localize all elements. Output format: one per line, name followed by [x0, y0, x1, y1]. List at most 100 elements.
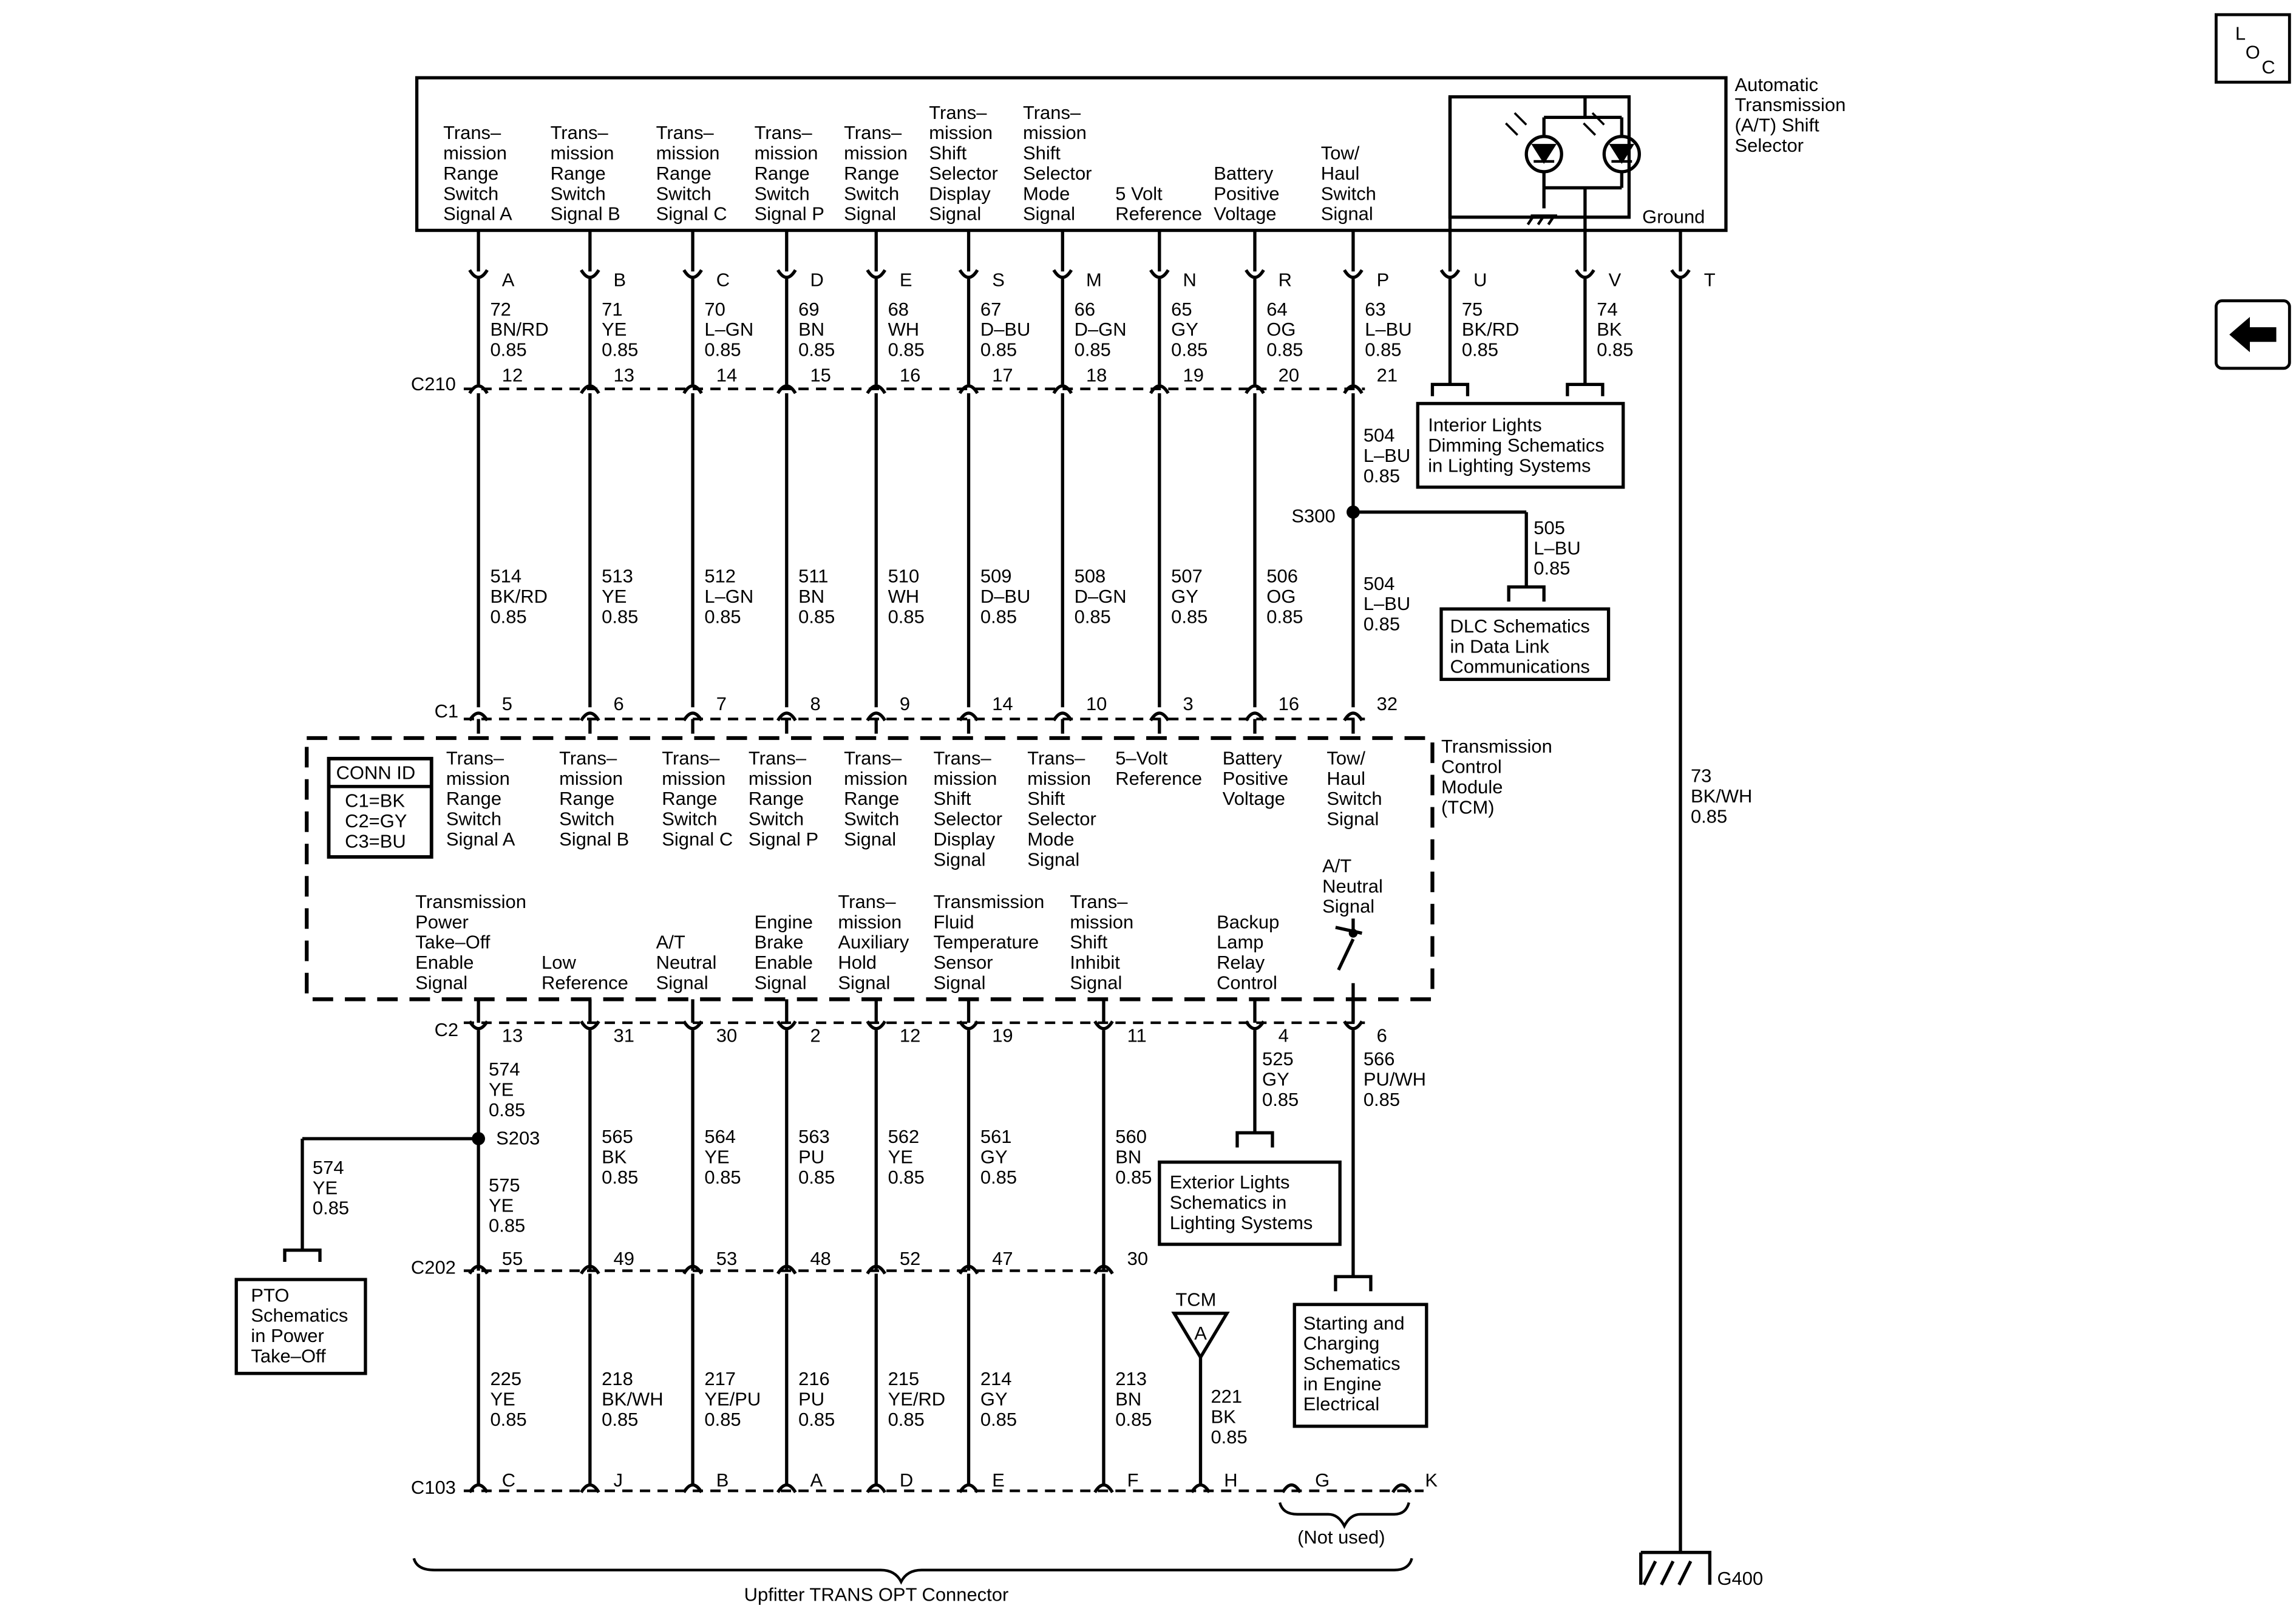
tcm-lower-label-line: Lamp	[1217, 932, 1263, 953]
tcm-upper-label-line: Switch	[844, 808, 899, 830]
selector-terminal	[468, 269, 489, 279]
tcm-upper-label-line: Signal	[1027, 849, 1079, 870]
c202-wire-label-line: YE/PU	[704, 1388, 761, 1409]
selector-pin-label-line: Selector	[1023, 163, 1092, 184]
selector-wire-label-line: 0.85	[490, 339, 526, 360]
shift-selector-name-line: Transmission	[1734, 94, 1846, 115]
selector-pin-letter: R	[1279, 269, 1292, 290]
c210-pin-number: 18	[1086, 365, 1107, 386]
c1-terminal-top	[580, 711, 600, 722]
selector-pin-label-line: Shift	[929, 143, 966, 164]
starting-charging-ref-text-line: Charging	[1303, 1333, 1380, 1354]
c202-terminal	[958, 1264, 979, 1275]
tcm-lower-label-line: Neutral	[1322, 875, 1383, 896]
selector-pin-letter: A	[502, 269, 515, 290]
selector-wire-label-line: 0.85	[1462, 339, 1498, 360]
pto-ref-text-line: PTO	[251, 1284, 289, 1306]
tcm-ref-triangle	[1171, 1312, 1230, 1361]
tcm-upper-label-line: Switch	[749, 808, 804, 830]
selector-pin-letter: C	[716, 269, 730, 290]
tcm-upper-label-line: Signal B	[559, 829, 629, 850]
selector-pin-letter: B	[614, 269, 627, 290]
selector-pin-label-line: Reference	[1115, 203, 1202, 225]
ground-wire-label-line: 0.85	[1691, 805, 1727, 827]
c2-wire-label-line: GY	[980, 1147, 1008, 1168]
tcm-lower-label-line: Relay	[1217, 952, 1265, 973]
c2-pin-number: 13	[502, 1025, 523, 1046]
ground-wire-label-line: BK/WH	[1691, 785, 1752, 807]
selector-pin-label-line: 5 Volt	[1115, 183, 1163, 204]
tcm-upper-label-line: Reference	[1115, 768, 1202, 789]
s300-upper-wire-label-line: 504	[1364, 425, 1395, 446]
c2-wire-label-line: YE	[888, 1147, 913, 1168]
c210-wire-label-line: WH	[888, 586, 920, 607]
selector-terminal	[958, 269, 979, 279]
c210-wire-label-line: GY	[1171, 586, 1198, 607]
tcm-lower-label-line: mission	[1070, 911, 1133, 932]
selector-wire-label-line: YE	[602, 319, 627, 340]
c210-pin-number: 12	[502, 365, 523, 386]
tcm-lower-label-line: Signal	[1322, 896, 1374, 917]
tcm-upper-label-line: Trans–	[844, 748, 902, 769]
c202-wire-label-line: BN	[1115, 1388, 1141, 1409]
tcm-lower-label-line: Signal	[934, 972, 986, 993]
c2-wire-label-line: 560	[1115, 1126, 1147, 1147]
selector-wire-label-line: 67	[980, 299, 1001, 320]
c2-pin-number: 6	[1377, 1025, 1387, 1046]
c2-wire-label-line: PU	[798, 1147, 824, 1168]
selector-wire-label-line: L–GN	[704, 319, 753, 340]
c2-terminal	[1343, 1020, 1364, 1031]
c210-name: C210	[411, 373, 456, 395]
selector-wire-label-line: D–GN	[1075, 319, 1127, 340]
c2-wire-backup-label-line: 525	[1262, 1048, 1294, 1069]
c210-wire-label-line: BN	[798, 586, 824, 607]
c103-terminal	[958, 1483, 979, 1494]
c202-wire-label-line: 217	[704, 1368, 736, 1389]
c103-terminal	[682, 1483, 703, 1494]
tcm-upper-label-line: mission	[559, 768, 623, 789]
selector-pin-label-line: mission	[656, 143, 720, 164]
tcm-upper-label-line: Battery	[1223, 748, 1283, 769]
selector-pin-label-line: Range	[656, 163, 712, 184]
c202-pin-number: 49	[614, 1248, 634, 1269]
tcm-lower-label-line: Signal	[656, 972, 708, 993]
c210-terminal	[580, 384, 600, 395]
c1-terminal-top	[1149, 711, 1170, 722]
c103-pin-letter: K	[1425, 1469, 1438, 1491]
selector-wire-label-line: GY	[1171, 319, 1198, 340]
c2-terminal	[958, 1020, 979, 1031]
selector-terminal	[682, 269, 703, 279]
selector-pin-label-line: Signal	[844, 203, 896, 225]
s300-lower-wire-label-line: L–BU	[1364, 593, 1410, 614]
c103-terminal	[1281, 1483, 1302, 1494]
selector-pin-label-line: Switch	[551, 183, 606, 204]
upfitter-brace	[412, 1557, 1413, 1585]
s203-branch-wire-label-line: YE	[313, 1177, 338, 1198]
exterior-lights-ref-box	[1158, 1161, 1342, 1246]
tcm-upper-label-line: Range	[662, 788, 717, 809]
tcm-ref-letter: A	[1194, 1323, 1207, 1344]
selector-pin-label-line: Positive	[1214, 183, 1279, 204]
selector-pin-label-line: Switch	[844, 183, 899, 204]
c1-pin-number: 3	[1183, 693, 1194, 714]
c202-terminal	[682, 1264, 703, 1275]
c2-terminal	[468, 1020, 489, 1031]
